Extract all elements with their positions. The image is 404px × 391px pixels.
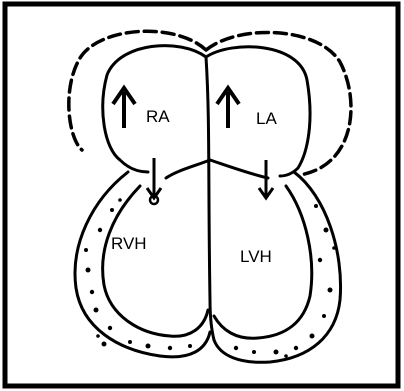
- label-rvh: RVH: [111, 234, 147, 253]
- septum-line: [206, 57, 214, 340]
- arrow-up-la-icon: [217, 88, 239, 128]
- arrow-down-rv-icon: [147, 158, 161, 204]
- label-lvh: LVH: [240, 247, 272, 266]
- arrow-up-ra-icon: [113, 88, 135, 128]
- label-ra: RA: [146, 107, 170, 126]
- left-av-valve: [210, 160, 268, 178]
- label-la: LA: [256, 109, 277, 128]
- right-ventricle-inner-wall: [103, 186, 208, 336]
- arrow-down-lv-icon: [259, 160, 273, 198]
- right-av-valve: [166, 160, 210, 178]
